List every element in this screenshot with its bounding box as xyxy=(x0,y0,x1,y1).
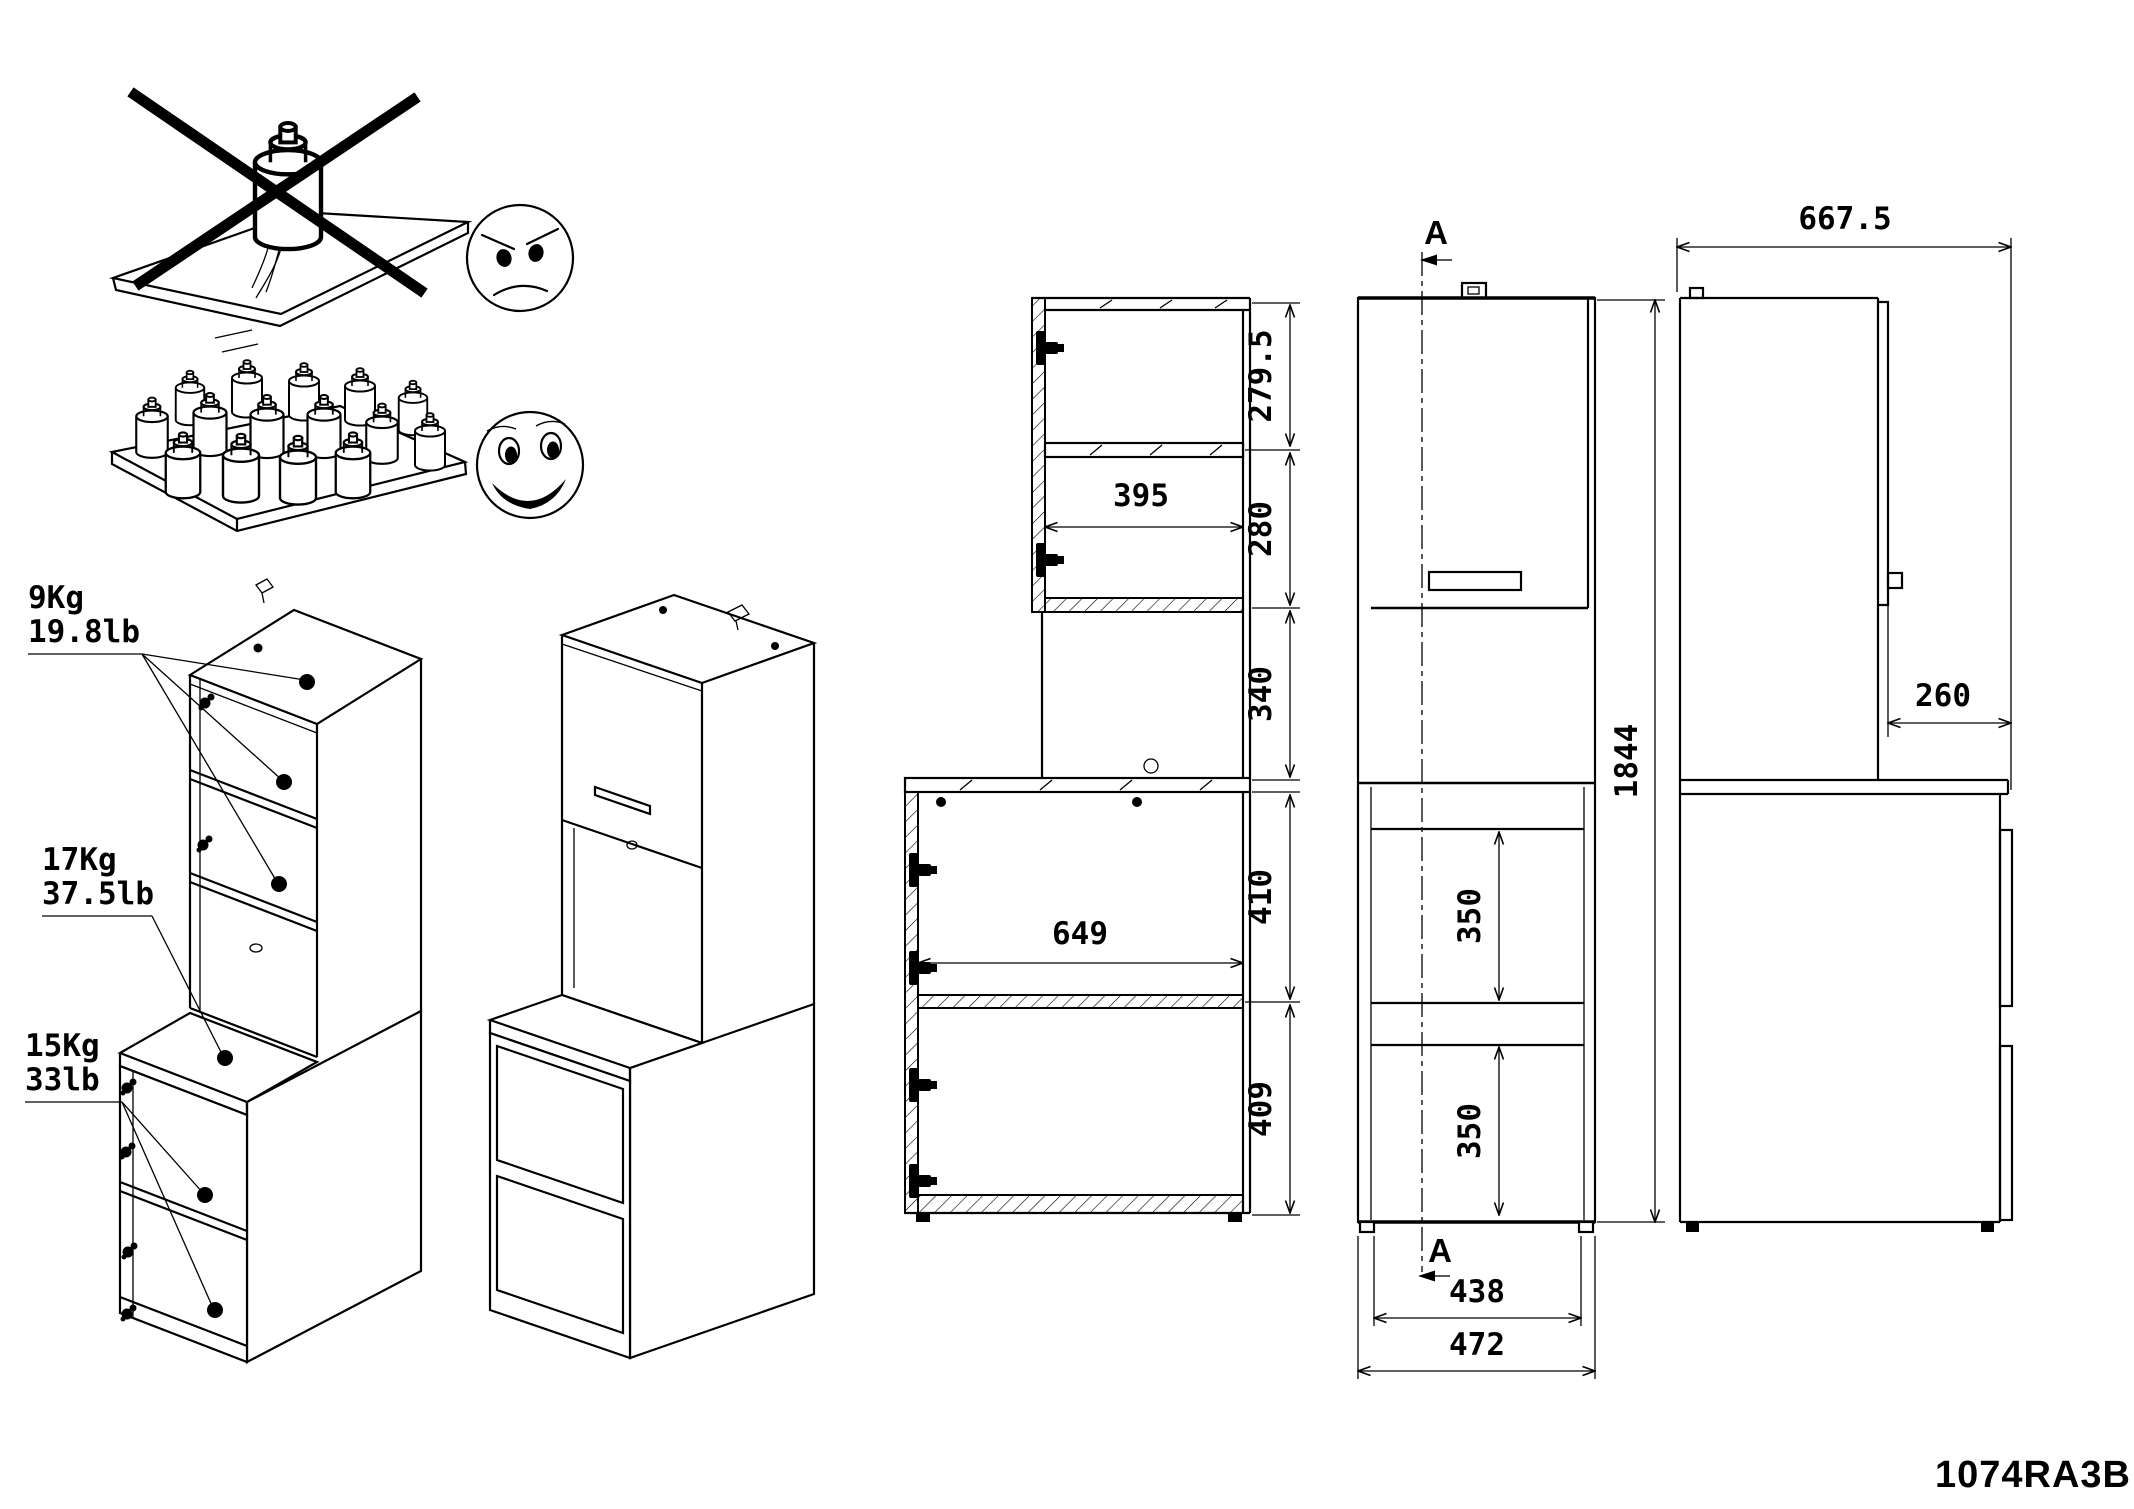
cross-section-view: 395 649 xyxy=(903,296,1300,1222)
dim-drawer2-height: 350 xyxy=(1452,1103,1488,1159)
load-label-worktop: 17Kg 37.5lb xyxy=(42,842,224,1057)
screw-hole-dot xyxy=(253,643,263,653)
wall-bracket-icon xyxy=(1688,286,1705,300)
hinge-icon xyxy=(909,1068,937,1102)
dim-inner-width: 438 xyxy=(1449,1274,1505,1310)
screw-hole-dot xyxy=(1132,797,1142,807)
overall-height-dim: 1844 xyxy=(1597,300,1665,1222)
door-handle-icon xyxy=(593,785,652,816)
angry-face-icon xyxy=(465,203,575,313)
cam-fitting-icon xyxy=(198,693,215,711)
correct-load-icon xyxy=(108,359,585,533)
load-point-dot xyxy=(271,876,287,892)
foot xyxy=(1981,1222,1994,1232)
small-weights-group xyxy=(135,359,446,506)
load-lb-text: 37.5lb xyxy=(42,876,154,912)
dim-overall-depth: 667.5 xyxy=(1798,201,1891,237)
happy-face-icon xyxy=(475,410,585,520)
cam-fitting-icon xyxy=(196,835,213,853)
warning-single-load-icon xyxy=(108,87,575,353)
load-point-dot xyxy=(299,674,315,690)
screw-hole-dot xyxy=(936,797,946,807)
isometric-view-open: 9Kg 19.8lb 17Kg 37.5lb 15Kg 33lb xyxy=(25,578,424,1364)
hinge-icon xyxy=(1036,331,1064,365)
dim-base-comp1: 410 xyxy=(1243,869,1279,925)
dim-base-comp2: 409 xyxy=(1243,1081,1279,1137)
door-handle-icon xyxy=(1886,571,1904,590)
load-point-dot xyxy=(217,1050,233,1066)
part-number: 1074RA3B xyxy=(1935,1454,2131,1496)
screw-hole-dot xyxy=(659,606,667,614)
dim-open-gap: 340 xyxy=(1243,666,1279,722)
foot xyxy=(1228,1213,1242,1222)
load-kg-text: 15Kg xyxy=(25,1028,100,1064)
side-view: 667.5 260 xyxy=(1677,201,2014,1232)
section-marker-top: A xyxy=(1424,214,1448,251)
drawer-front-edge xyxy=(1998,828,2014,1008)
hinge-icon xyxy=(909,853,937,887)
hinge-icon xyxy=(909,951,937,985)
dim-overall-width: 472 xyxy=(1449,1327,1505,1363)
hinge-icon xyxy=(1036,543,1064,577)
dim-upper-inner-depth: 395 xyxy=(1113,478,1169,514)
section-height-dims: 279.5 280 340 410 409 xyxy=(1243,302,1300,1216)
load-label-top-shelves: 9Kg 19.8lb xyxy=(28,580,306,883)
door-offset-dim: 260 xyxy=(1888,598,2011,737)
foot xyxy=(916,1213,930,1222)
load-point-dot xyxy=(207,1302,223,1318)
foot xyxy=(1577,1220,1595,1234)
drawer-front xyxy=(495,1044,625,1205)
section-line-A-A: A A xyxy=(1418,214,1452,1282)
foot xyxy=(1358,1220,1376,1234)
width-dims: 438 472 xyxy=(1358,1236,1595,1379)
section-marker-bottom: A xyxy=(1428,1232,1452,1269)
front-view: A A 350 350 1844 438 472 xyxy=(1356,214,1665,1379)
load-kg-text: 9Kg xyxy=(28,580,84,616)
drawer-front xyxy=(495,1174,625,1335)
wall-bracket-icon xyxy=(1460,281,1488,300)
load-kg-text: 17Kg xyxy=(42,842,117,878)
dim-upper-comp1: 279.5 xyxy=(1243,329,1279,422)
overall-depth-dim: 667.5 xyxy=(1677,201,2011,790)
prohibited-cross-icon xyxy=(127,87,428,298)
dim-overall-height: 1844 xyxy=(1609,724,1645,799)
dim-base-inner-depth: 649 xyxy=(1052,916,1108,952)
isometric-view-closed xyxy=(486,593,818,1360)
handle-recess xyxy=(1427,570,1523,592)
dim-drawer1-height: 350 xyxy=(1452,888,1488,944)
load-label-base-shelves: 15Kg 33lb xyxy=(25,1028,214,1309)
wall-bracket-icon xyxy=(727,604,750,631)
dim-upper-comp2: 280 xyxy=(1243,501,1279,557)
door-edge xyxy=(1878,300,1890,607)
drawer-front-edge xyxy=(1998,1044,2014,1222)
load-lb-text: 19.8lb xyxy=(28,614,140,650)
screw-hole-dot xyxy=(771,642,779,650)
hinge-icon xyxy=(909,1164,937,1198)
wall-bracket-icon xyxy=(255,578,274,604)
dim-door-offset: 260 xyxy=(1915,678,1971,714)
load-lb-text: 33lb xyxy=(25,1062,100,1098)
foot xyxy=(1686,1222,1699,1232)
